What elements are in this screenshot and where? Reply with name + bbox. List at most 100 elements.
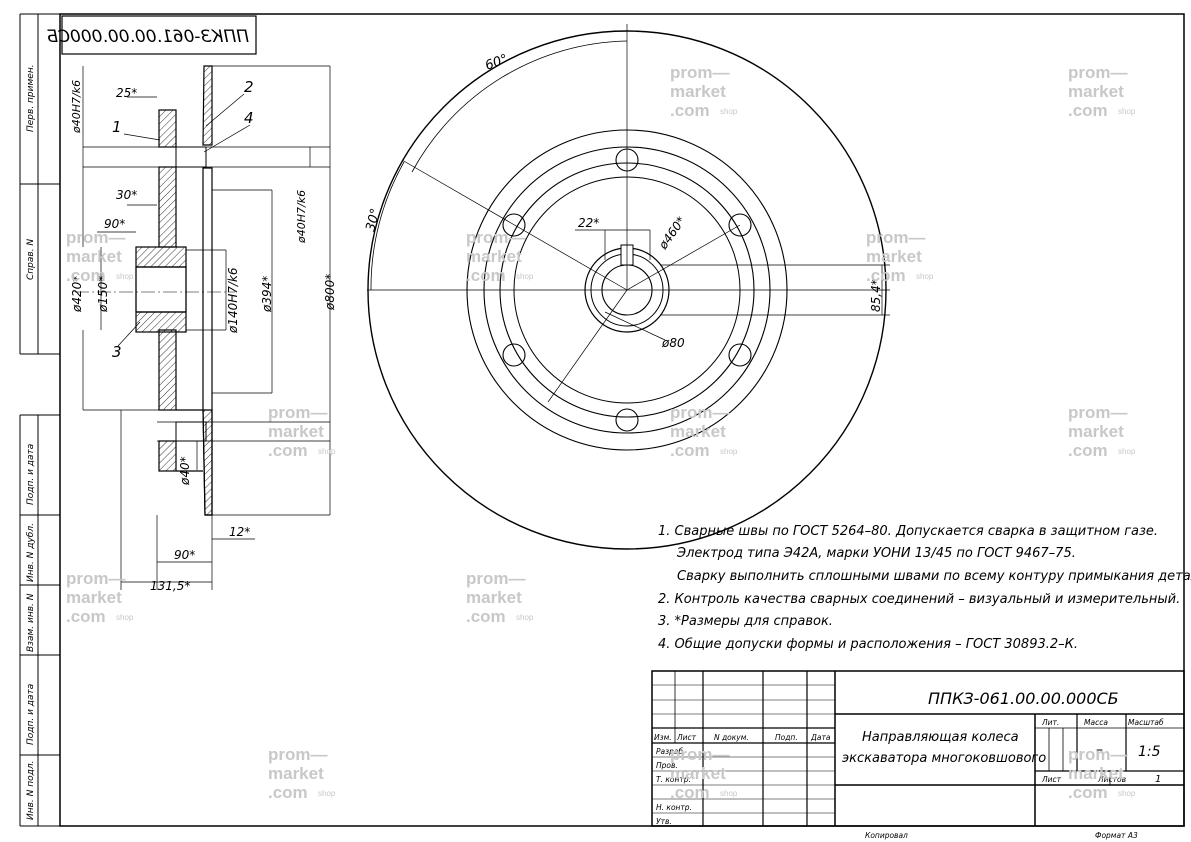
tb-col-sign: Подп. — [775, 733, 798, 742]
callout-1: 1 — [112, 118, 122, 136]
svg-text:market: market — [670, 422, 726, 441]
tb-row-razrab: Разраб. — [656, 747, 685, 756]
svg-text:shop: shop — [116, 613, 134, 622]
svg-text:.com: .com — [268, 783, 308, 802]
dim-40h7-right: ø40H7/k6 — [295, 190, 308, 244]
svg-text:.com: .com — [466, 266, 506, 285]
svg-text:prom—: prom— — [268, 745, 328, 764]
svg-text:market: market — [66, 247, 122, 266]
tb-mass-value: – — [1096, 742, 1103, 758]
svg-text:shop: shop — [720, 107, 738, 116]
svg-text:.com: .com — [670, 441, 710, 460]
svg-text:shop: shop — [516, 272, 534, 281]
svg-text:.com: .com — [670, 101, 710, 120]
svg-text:prom—: prom— — [466, 228, 526, 247]
svg-text:.com: .com — [1068, 101, 1108, 120]
svg-text:.com: .com — [1068, 441, 1108, 460]
svg-text:shop: shop — [1118, 107, 1136, 116]
tb-col-date: Дата — [810, 733, 831, 742]
title-block-text: ППКЗ-061.00.00.000СБ Направляющая колеса… — [654, 689, 1164, 840]
svg-text:shop: shop — [318, 447, 336, 456]
tb-col-list: Лист — [676, 733, 697, 742]
watermark-stamp: prom—market.com shop — [1068, 63, 1136, 120]
svg-text:.com: .com — [466, 607, 506, 626]
tb-col-doc: N докум. — [714, 733, 749, 742]
svg-text:market: market — [466, 588, 522, 607]
svg-text:market: market — [268, 422, 324, 441]
tb-col-izm: Изм. — [654, 733, 672, 742]
tb-mass-header: Масса — [1084, 718, 1108, 727]
callout-3: 3 — [112, 343, 122, 361]
svg-text:market: market — [670, 82, 726, 101]
dim-460: ø460* — [655, 214, 688, 253]
dim-90-bottom: 90* — [174, 548, 195, 562]
title-line-2: экскаватора многоковшового — [842, 751, 1046, 766]
bolt-hole — [728, 343, 752, 367]
watermark-stamp: prom—market.com shop — [66, 569, 134, 626]
angle-60: 60° — [483, 52, 510, 74]
svg-text:.com: .com — [866, 266, 906, 285]
svg-text:prom—: prom— — [1068, 63, 1128, 82]
svg-text:prom—: prom— — [670, 63, 730, 82]
strip-inv-podl: Инв. N подл. — [26, 761, 36, 820]
tb-row-tkontr: Т. контр. — [656, 775, 691, 784]
svg-text:.com: .com — [66, 607, 106, 626]
svg-text:shop: shop — [720, 789, 738, 798]
svg-text:prom—: prom— — [866, 228, 926, 247]
dim-90-top: 90* — [104, 217, 125, 231]
side-strip: Перв. примен. Справ. N Подп. и дата Инв.… — [19, 13, 60, 827]
svg-text:market: market — [1068, 764, 1124, 783]
strip-vzam-inv: Взам. инв. N — [26, 593, 36, 652]
mirrored-number-box: ППКЗ-061.00.00.000СБ — [46, 15, 257, 55]
svg-text:shop: shop — [720, 447, 738, 456]
svg-text:market: market — [466, 247, 522, 266]
bolt-hole — [502, 343, 526, 367]
watermark-stamp: prom—market.com shop — [670, 403, 738, 460]
drawing-frame — [59, 13, 1185, 827]
bolt-hole — [615, 408, 639, 432]
note-1c: Сварку выполнить сплошными швами по всем… — [677, 569, 1191, 584]
svg-text:shop: shop — [1118, 447, 1136, 456]
svg-text:.com: .com — [268, 441, 308, 460]
watermark-stamp: prom—market.com shop — [670, 63, 738, 120]
svg-text:market: market — [1068, 82, 1124, 101]
tb-scale-header: Масштаб — [1128, 718, 1164, 727]
bolt-hole — [502, 213, 526, 237]
svg-text:.com: .com — [66, 266, 106, 285]
technical-notes: 1. Сварные швы по ГОСТ 5264–80. Допускае… — [658, 524, 1191, 652]
svg-text:market: market — [66, 588, 122, 607]
strip-sprav-n: Справ. N — [26, 239, 36, 280]
svg-text:market: market — [1068, 422, 1124, 441]
tb-sheet-label: Лист — [1041, 775, 1062, 784]
dim-25: 25* — [116, 86, 137, 100]
dim-22: 22* — [578, 216, 599, 230]
svg-text:prom—: prom— — [670, 403, 730, 422]
note-1: 1. Сварные швы по ГОСТ 5264–80. Допускае… — [658, 524, 1158, 539]
dim-420: ø420* — [70, 276, 84, 313]
dim-85-4: 85,4* — [869, 279, 883, 312]
note-2: 2. Контроль качества сварных соединений … — [658, 592, 1180, 607]
dim-12: 12* — [229, 525, 250, 539]
watermark-stamp: prom—market.com shop — [466, 228, 534, 285]
mirrored-drawing-number: ППКЗ-061.00.00.000СБ — [46, 27, 249, 47]
svg-text:market: market — [268, 764, 324, 783]
svg-text:prom—: prom— — [66, 228, 126, 247]
svg-text:prom—: prom— — [1068, 745, 1128, 764]
svg-text:market: market — [670, 764, 726, 783]
svg-text:shop: shop — [916, 272, 934, 281]
copied-label: Копировал — [865, 831, 908, 840]
title-line-1: Направляющая колеса — [862, 730, 1019, 745]
bolt-hole — [728, 213, 752, 237]
callout-2: 2 — [244, 78, 254, 96]
note-4: 4. Общие допуски формы и расположения – … — [658, 637, 1078, 652]
svg-text:prom—: prom— — [66, 569, 126, 588]
svg-text:prom—: prom— — [466, 569, 526, 588]
strip-podp-data-2: Подп. и дата — [26, 684, 36, 745]
tb-lit-header: Лит. — [1041, 718, 1059, 727]
